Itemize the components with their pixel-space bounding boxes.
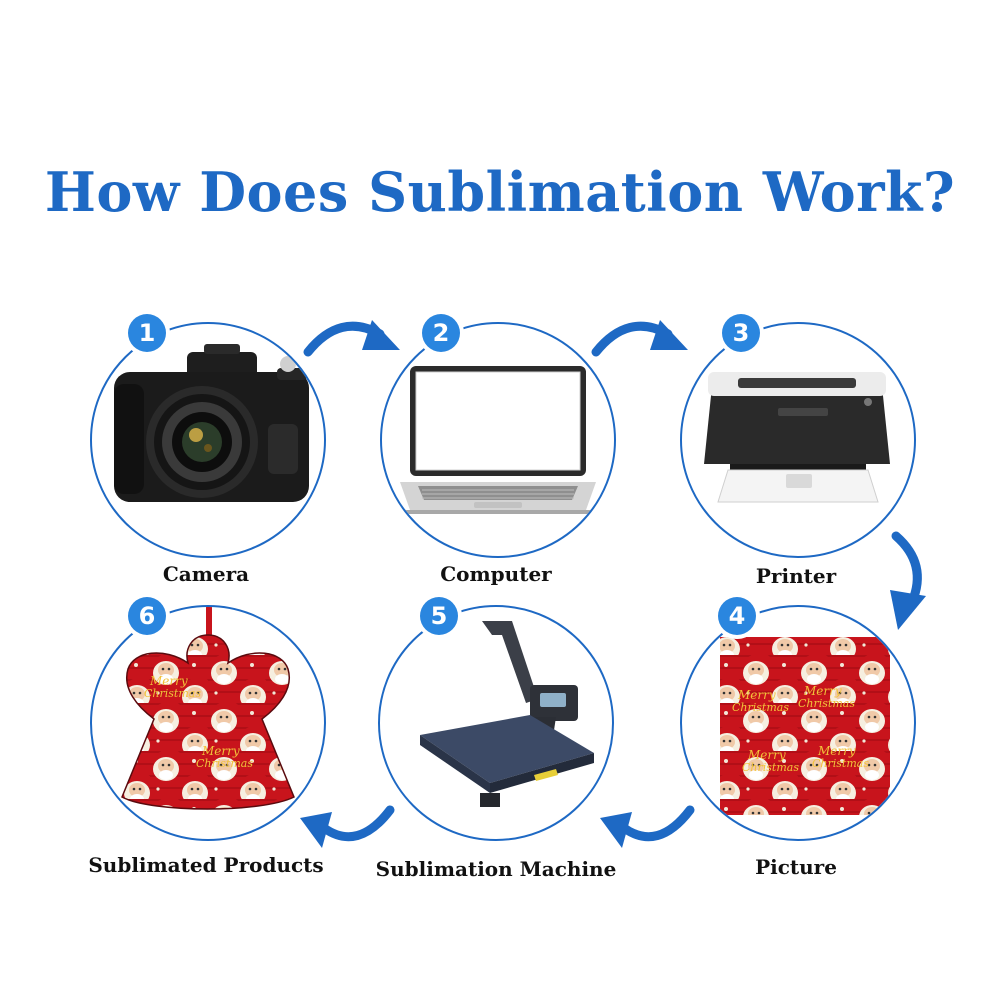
pattern-text: Merry — [817, 744, 856, 758]
pattern-text: Merry — [737, 688, 776, 702]
arrow-down-icon — [890, 531, 926, 630]
santa-pattern-image: Merry Christmas Merry Christmas Merry Ch… — [720, 637, 890, 815]
step-circle — [90, 322, 326, 558]
step-circle — [378, 605, 614, 841]
step-circle — [680, 322, 916, 558]
step-computer: 2 — [380, 314, 616, 558]
step-number-badge: 1 — [128, 314, 166, 352]
page-title: How Does Sublimation Work? — [44, 160, 956, 224]
arrow-right-icon — [591, 320, 688, 357]
pattern-text: Christmas — [812, 757, 869, 770]
step-number-badge: 4 — [718, 597, 756, 635]
step-circle: Merry Christmas Merry Christmas Merry Ch… — [680, 605, 916, 841]
step-camera: 1 — [90, 314, 326, 558]
pattern-text: Christmas — [144, 687, 201, 700]
arrow-right-icon — [303, 320, 400, 357]
pattern-text: Merry — [201, 744, 240, 758]
pattern-text: Christmas — [196, 757, 253, 770]
step-circle — [380, 322, 616, 558]
printer-image — [704, 372, 890, 503]
pattern-text: Merry — [149, 674, 188, 688]
step-number-badge: 5 — [420, 597, 458, 635]
step-label: Computer — [440, 562, 552, 586]
pattern-text: Merry — [747, 748, 786, 762]
step-sublimation-machine: 5 — [378, 597, 614, 841]
step-label: Camera — [162, 562, 250, 586]
step-printer: 3 — [680, 314, 916, 558]
camera-image — [114, 344, 309, 502]
arrow-left-icon — [600, 805, 695, 848]
angel-ornament-image: Merry Christmas Merry Christmas — [121, 607, 295, 810]
step-label: Picture — [755, 855, 837, 879]
step-number-badge: 2 — [422, 314, 460, 352]
pattern-text: Christmas — [742, 761, 799, 774]
step-sublimated-products: Merry Christmas Merry Christmas 6 — [90, 597, 326, 841]
step-picture: Merry Christmas Merry Christmas Merry Ch… — [680, 597, 916, 841]
step-number-badge: 6 — [128, 597, 166, 635]
step-number-badge: 3 — [722, 314, 760, 352]
step-label: Sublimation Machine — [375, 857, 617, 881]
pattern-text: Merry — [803, 684, 842, 698]
heat-press-image — [420, 621, 594, 807]
step-label: Sublimated Products — [88, 853, 324, 877]
pattern-text: Christmas — [798, 697, 855, 710]
arrow-left-icon — [300, 805, 395, 848]
step-label: Printer — [755, 564, 837, 588]
pattern-text: Christmas — [732, 701, 789, 714]
laptop-image — [400, 366, 596, 514]
step-circle: Merry Christmas Merry Christmas — [90, 605, 326, 841]
